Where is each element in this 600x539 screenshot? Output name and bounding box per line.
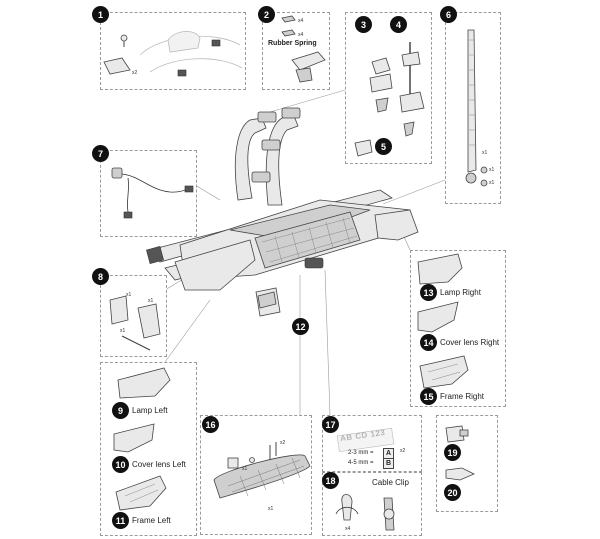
qty-part16a: x2 [280, 440, 286, 446]
qty-part8c: x1 [120, 328, 126, 334]
qty-part18: x4 [345, 526, 351, 532]
part-number-2: 2 [258, 6, 275, 23]
part-number-6: 6 [440, 6, 457, 23]
part-number-12: 12 [292, 318, 309, 335]
part-number-15: 15 [420, 388, 437, 405]
qty-part6a: x1 [482, 150, 488, 156]
part-number-18: 18 [322, 472, 339, 489]
part-number-19: 19 [444, 444, 461, 461]
qty-part17: x2 [400, 448, 406, 454]
part16-box [200, 415, 312, 535]
part-number-9: 9 [112, 402, 129, 419]
part6-box [445, 12, 501, 204]
part8-box [100, 275, 167, 357]
part-label-9: Lamp Left [132, 406, 168, 415]
part13-14-15-box [410, 250, 506, 407]
part-number-1: 1 [92, 6, 109, 23]
part-label-15: Frame Right [440, 392, 485, 401]
part-number-8: 8 [92, 268, 109, 285]
part2-box [262, 12, 330, 90]
part-number-20: 20 [444, 484, 461, 501]
part-number-17: 17 [322, 416, 339, 433]
qty-part2b: x4 [298, 32, 304, 38]
part9-10-11-box [100, 362, 197, 536]
part-label-11: Frame Left [132, 516, 171, 525]
part-number-14: 14 [420, 334, 437, 351]
part-number-3: 3 [355, 16, 372, 33]
leader-lines [164, 89, 446, 416]
part-label-2: Rubber Spring [268, 40, 317, 47]
part-number-5: 5 [375, 138, 392, 155]
plate-row-b-text: 4-5 mm = [348, 460, 374, 466]
qty-part8b: x1 [148, 298, 154, 304]
part-number-7: 7 [92, 145, 109, 162]
bike-carrier-assembly [146, 107, 419, 291]
qty-part16b: x1 [242, 466, 248, 472]
part-number-16: 16 [202, 416, 219, 433]
qty-part1: x2 [132, 70, 138, 76]
qty-part6c: x1 [489, 180, 495, 186]
qty-part8a: x1 [126, 292, 132, 298]
part-number-4: 4 [390, 16, 407, 33]
part-number-11: 11 [112, 512, 129, 529]
part-label-18: Cable Clip [372, 478, 409, 487]
part-label-10: Cover lens Left [132, 460, 186, 469]
part7-box [100, 150, 197, 237]
plate-letter-b: B [383, 458, 394, 469]
part-number-13: 13 [420, 284, 437, 301]
part-label-14: Cover lens Right [440, 338, 500, 347]
plate-row-a-text: 2-3 mm = [348, 450, 374, 456]
part1-box [100, 12, 246, 90]
qty-part16c: x1 [268, 506, 274, 512]
part-label-13: Lamp Right [440, 288, 481, 297]
qty-part2a: x4 [298, 18, 304, 24]
part-number-10: 10 [112, 456, 129, 473]
qty-part6b: x1 [489, 167, 495, 173]
